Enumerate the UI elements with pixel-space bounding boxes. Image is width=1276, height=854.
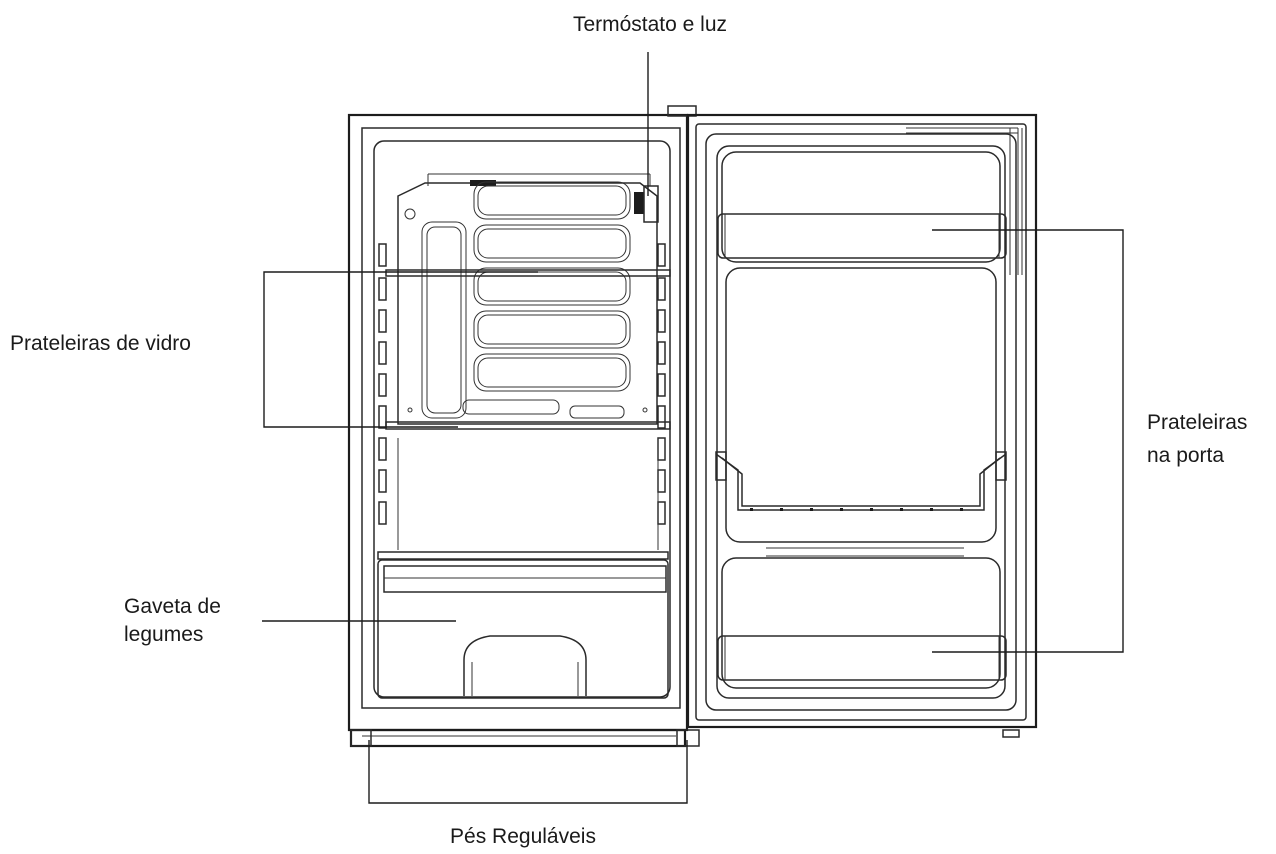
label-crisper-1: Gaveta de — [124, 595, 221, 618]
glass-shelf — [385, 269, 671, 430]
leader-lines — [262, 52, 1124, 804]
lower-shelf — [377, 438, 669, 560]
crisper-drawer — [377, 559, 669, 699]
leader-door-shelves — [932, 229, 1124, 653]
label-door-shelves-1: Prateleiras — [1147, 411, 1247, 434]
door — [686, 113, 1038, 738]
evaporator — [397, 173, 659, 425]
door-shelf — [715, 151, 1007, 689]
labels: Termóstato e luz Prateleiras de vidro Pr… — [10, 13, 1247, 848]
leader-glass-shelves — [263, 271, 538, 428]
label-door-shelves-2: na porta — [1147, 444, 1224, 467]
label-glass-shelves: Prateleiras de vidro — [10, 332, 191, 355]
cabinet — [347, 105, 700, 748]
label-crisper-2: legumes — [124, 623, 203, 646]
label-feet: Pés Reguláveis — [450, 825, 596, 848]
label-thermostat: Termóstato e luz — [573, 13, 727, 36]
leader-feet — [368, 740, 688, 804]
shelf-rails — [378, 243, 666, 525]
